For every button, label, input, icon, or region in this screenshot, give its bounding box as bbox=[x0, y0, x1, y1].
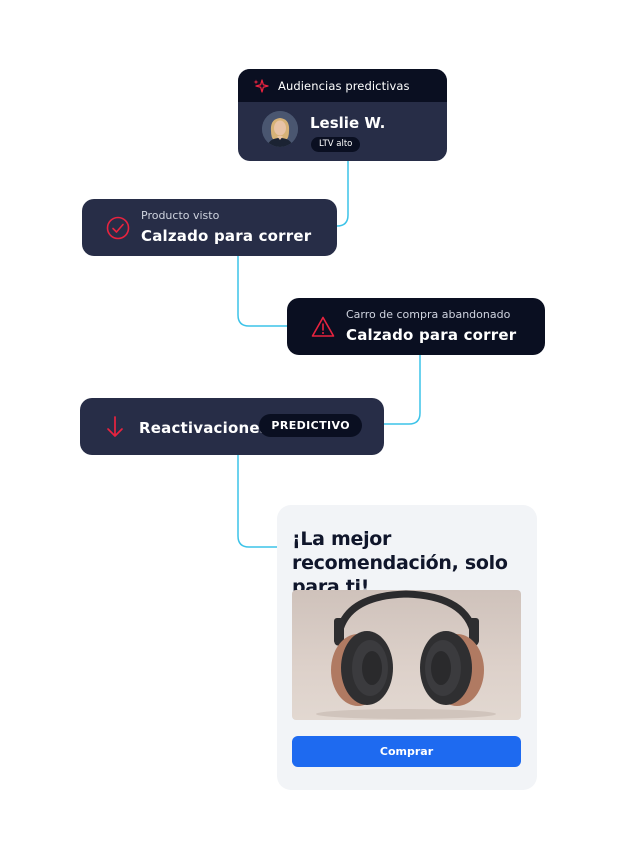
audience-card-header: Audiencias predictivas bbox=[238, 69, 447, 102]
headphones-image bbox=[292, 590, 521, 720]
event-label: Carro de compra abandonado bbox=[346, 308, 511, 321]
check-circle-icon bbox=[106, 216, 130, 240]
buy-button[interactable]: Comprar bbox=[292, 736, 521, 767]
event-product-viewed: Producto visto Calzado para correr bbox=[82, 199, 337, 256]
event-value: Calzado para correr bbox=[346, 326, 517, 344]
event-reactivations: Reactivaciones PREDICTIVO bbox=[80, 398, 384, 455]
sparkle-icon bbox=[253, 78, 269, 93]
arrow-down-icon bbox=[107, 416, 123, 437]
predictive-pill: PREDICTIVO bbox=[259, 414, 362, 437]
recommendation-title: ¡La mejor recomendación, solo para ti! bbox=[292, 528, 508, 598]
event-value: Reactivaciones bbox=[139, 419, 269, 437]
event-label: Producto visto bbox=[141, 209, 220, 222]
event-value: Calzado para correr bbox=[141, 227, 312, 245]
ltv-badge: LTV alto bbox=[311, 137, 361, 152]
avatar bbox=[262, 111, 298, 147]
recommendation-card: ¡La mejor recomendación, solo para ti! C… bbox=[277, 505, 537, 790]
event-cart-abandoned: Carro de compra abandonado Calzado para … bbox=[287, 298, 545, 355]
audience-card: Audiencias predictivas Leslie W. LTV alt… bbox=[238, 69, 447, 161]
warning-triangle-icon bbox=[311, 316, 335, 337]
user-name: Leslie W. bbox=[310, 114, 386, 132]
audience-card-title: Audiencias predictivas bbox=[278, 78, 410, 93]
